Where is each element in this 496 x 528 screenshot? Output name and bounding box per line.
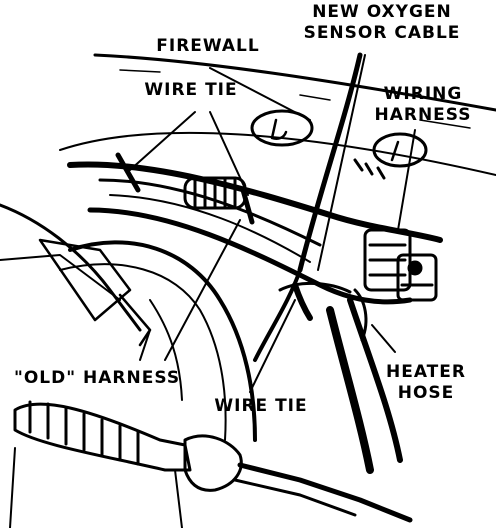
firewall-panel — [93, 53, 496, 112]
wire-tie-top-left — [115, 152, 141, 193]
old-harness-cable — [68, 240, 257, 442]
oxygen-sensor-cable — [297, 52, 363, 273]
harness-connector-corrugated — [183, 176, 247, 210]
label-wire-tie-bottom: WIRE TIE — [206, 396, 316, 417]
leader-lines — [9, 54, 416, 528]
label-line: HEATER — [386, 362, 466, 382]
firewall-plug-right — [372, 132, 428, 168]
label-firewall: FIREWALL — [150, 36, 266, 57]
label-line: NEW OXYGEN — [312, 2, 452, 22]
wire-tie-bottom-band — [292, 282, 313, 321]
wiring-harness-clip — [363, 228, 438, 302]
label-old-harness: "OLD" HARNESS — [14, 368, 224, 389]
label-text: "OLD" HARNESS — [14, 368, 181, 388]
label-text: WIRE TIE — [214, 396, 308, 416]
label-line: WIRING — [383, 84, 463, 104]
label-line: SENSOR CABLE — [303, 23, 461, 43]
label-text: FIREWALL — [156, 36, 260, 56]
oxygen-sensor-boot — [13, 400, 413, 523]
label-line: HARNESS — [374, 105, 472, 125]
label-wiring-harness: WIRING HARNESS — [368, 84, 478, 126]
label-new-oxygen-sensor-cable: NEW OXYGEN SENSOR CABLE — [287, 2, 477, 44]
wire-tie-top-right — [240, 187, 255, 225]
harness-bundle-lower — [87, 207, 413, 305]
label-text: WIRE TIE — [144, 80, 238, 100]
label-wire-tie-top: WIRE TIE — [136, 80, 246, 101]
harness-bundle-upper — [67, 161, 443, 243]
firewall-plug-left — [250, 109, 314, 147]
heater-hose — [326, 306, 374, 474]
label-line: HOSE — [397, 383, 455, 403]
label-heater-hose: HEATER HOSE — [376, 362, 476, 404]
